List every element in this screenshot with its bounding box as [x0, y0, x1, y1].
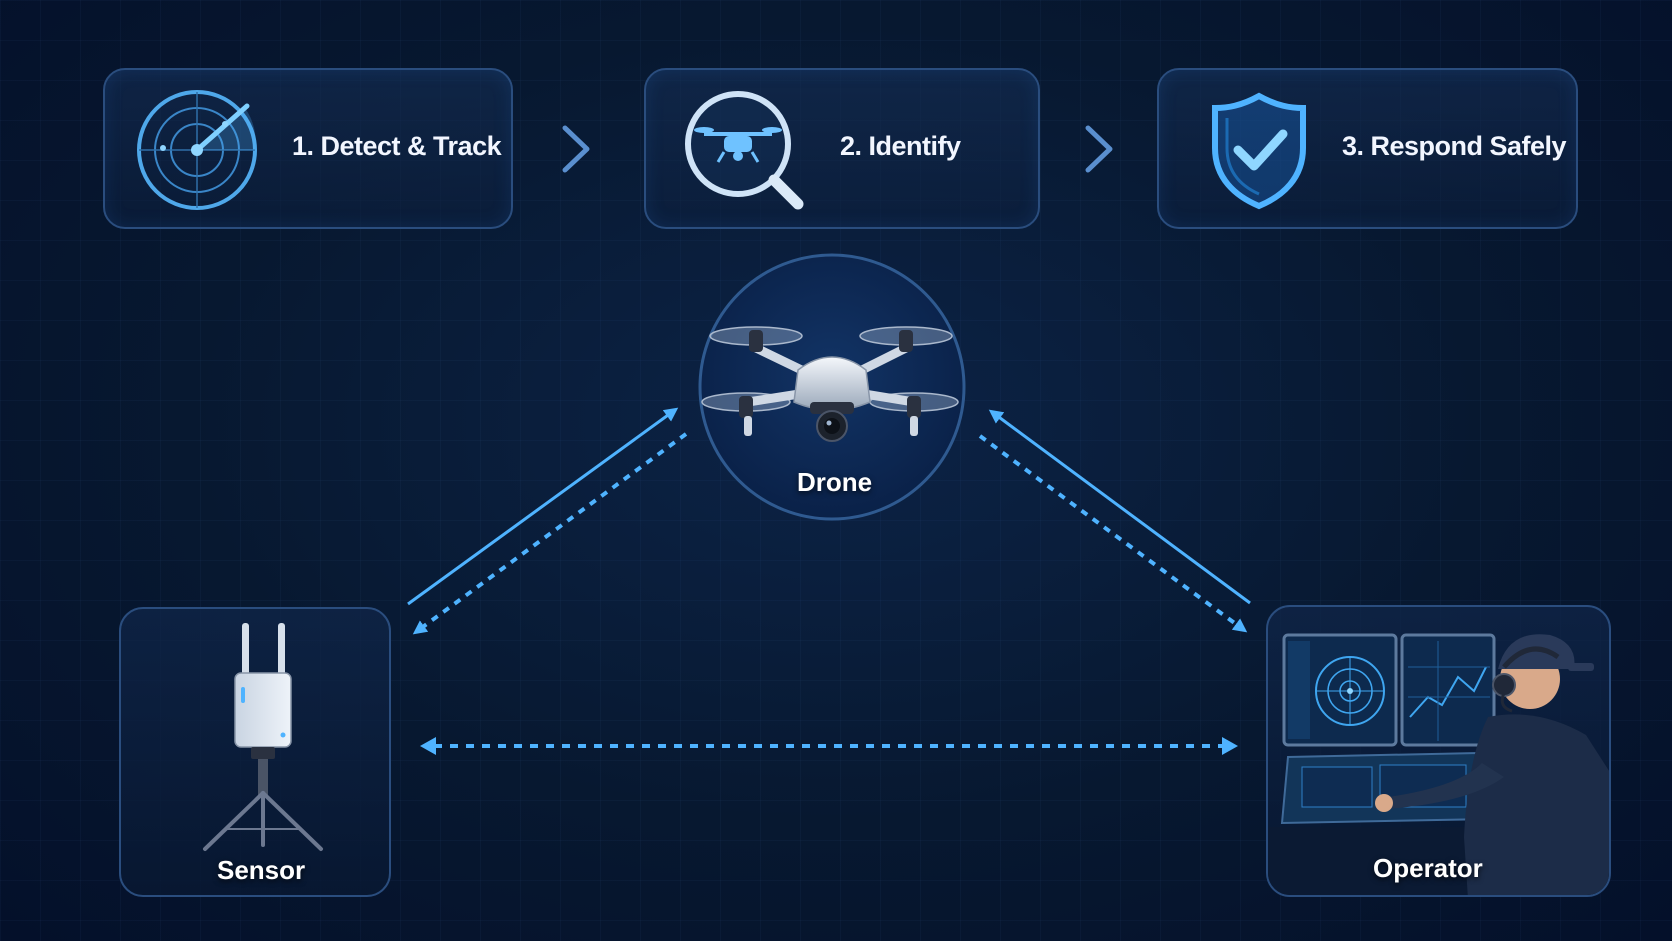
sensor-icon [203, 623, 323, 851]
drone-node [698, 253, 966, 521]
drone-label: Drone [797, 467, 873, 497]
arrow-sensor-to-drone [407, 407, 679, 606]
operator-node: Operator [1266, 605, 1611, 897]
step-card-respond-safely: 3. Respond Safely [1157, 68, 1578, 229]
step-card-identify: 2. Identify [644, 68, 1040, 229]
arrowhead-left-icon [420, 737, 436, 755]
step-card-detect-track: 1. Detect & Track [103, 68, 513, 229]
sensor-node: Sensor [119, 607, 391, 897]
operator-workstation-icon [1268, 633, 1609, 895]
arrowhead-right-icon [1222, 737, 1238, 755]
magnifier-drone-icon [685, 91, 804, 210]
chevron-right-icon [1085, 125, 1113, 173]
sensor-label: Sensor [217, 855, 306, 885]
arrow-operator-to-drone [988, 409, 1251, 605]
arrow-drone-to-operator [978, 434, 1248, 633]
step-label-detect-track: 1. Detect & Track [292, 131, 502, 161]
chevron-right-icon [562, 125, 590, 173]
drone-icon [701, 326, 959, 442]
step-label-respond-safely: 3. Respond Safely [1342, 131, 1567, 161]
step-label-identify: 2. Identify [840, 131, 961, 161]
arrow-drone-to-sensor [412, 432, 688, 635]
operator-label: Operator [1373, 853, 1483, 883]
radar-icon [137, 90, 257, 210]
shield-check-icon [1212, 92, 1306, 210]
